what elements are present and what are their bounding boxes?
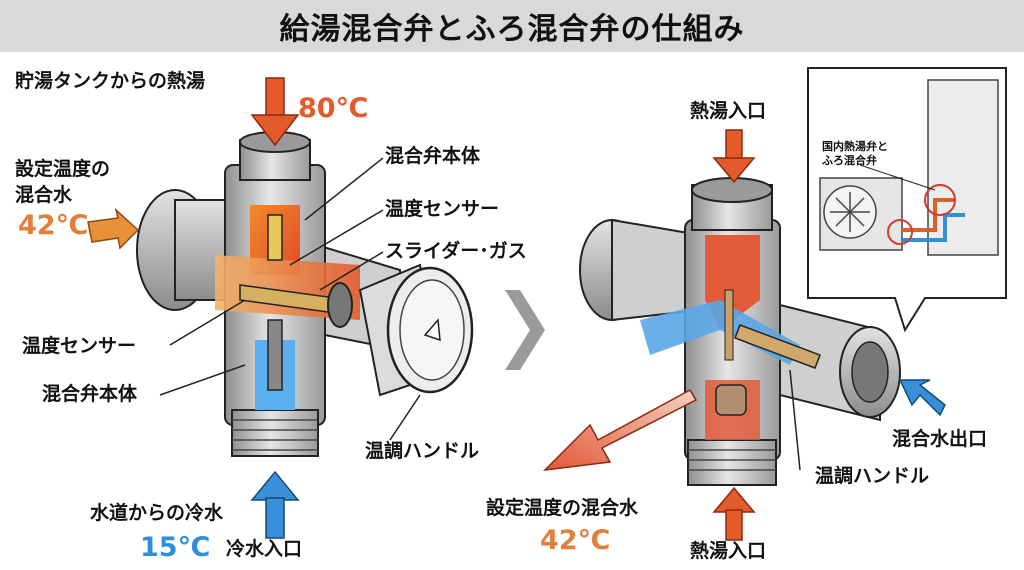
- left-cold-inlet-arrow: [250, 470, 300, 539]
- page-title: 給湯混合弁とふろ混合弁の仕組み: [279, 12, 745, 47]
- right-mixed-temp: 42℃: [540, 525, 611, 556]
- right-mixed-label: 設定温度の混合水: [486, 497, 639, 519]
- left-hot-inlet-arrow: [250, 77, 300, 147]
- left-cold-inlet-name: 冷水入口: [226, 538, 303, 560]
- right-mixed-outlet-arrow: [542, 388, 698, 472]
- right-valve: [579, 177, 901, 486]
- right-hot-inlet-bottom-arrow: [712, 486, 756, 541]
- next-chevron-icon: [505, 290, 545, 370]
- callout-temp-handle-left: 温調ハンドル: [365, 440, 480, 462]
- inset-label: 国内熱湯弁と ふろ混合弁: [822, 140, 888, 168]
- left-hot-inlet-label: 貯湯タンクからの熱湯: [15, 70, 206, 92]
- callout-valve-body-top: 混合弁本体: [385, 145, 481, 167]
- left-hot-temp: 80℃: [298, 93, 369, 124]
- right-mixed-outlet-label: 混合水出口: [892, 428, 988, 450]
- right-hot-inlet-top-label: 熱湯入口: [690, 100, 767, 122]
- right-hot-inlet-top-arrow: [712, 129, 756, 184]
- left-mixed-label-line1: 設定温度の: [15, 158, 111, 180]
- title-bar: 給湯混合弁とふろ混合弁の仕組み: [0, 0, 1024, 52]
- left-callout-lines: [159, 157, 421, 441]
- left-cold-temp: 15℃: [140, 532, 211, 563]
- left-cold-inlet-label: 水道からの冷水: [90, 502, 224, 524]
- callout-temp-sensor-left: 温度センサー: [22, 335, 137, 357]
- inset-label-line2: ふろ混合弁: [822, 153, 877, 167]
- callout-valve-body-left: 混合弁本体: [42, 383, 138, 405]
- left-valve: [136, 131, 474, 457]
- left-mixed-temp: 42℃: [18, 210, 89, 241]
- right-hot-inlet-bottom-label: 熱湯入口: [690, 540, 767, 562]
- system-inset: [807, 67, 1007, 333]
- callout-temp-handle-right: 温調ハンドル: [815, 465, 930, 487]
- left-mixed-arrow: [87, 207, 140, 250]
- right-callout-lines: [789, 369, 801, 471]
- callout-temp-sensor-top: 温度センサー: [385, 198, 500, 220]
- callout-slider-gas: スライダー･ガス: [385, 240, 527, 262]
- right-mixed-water-outlet-arrow: [898, 379, 946, 417]
- left-mixed-label-line2: 混合水: [15, 184, 73, 206]
- inset-label-line1: 国内熱湯弁と: [822, 140, 888, 153]
